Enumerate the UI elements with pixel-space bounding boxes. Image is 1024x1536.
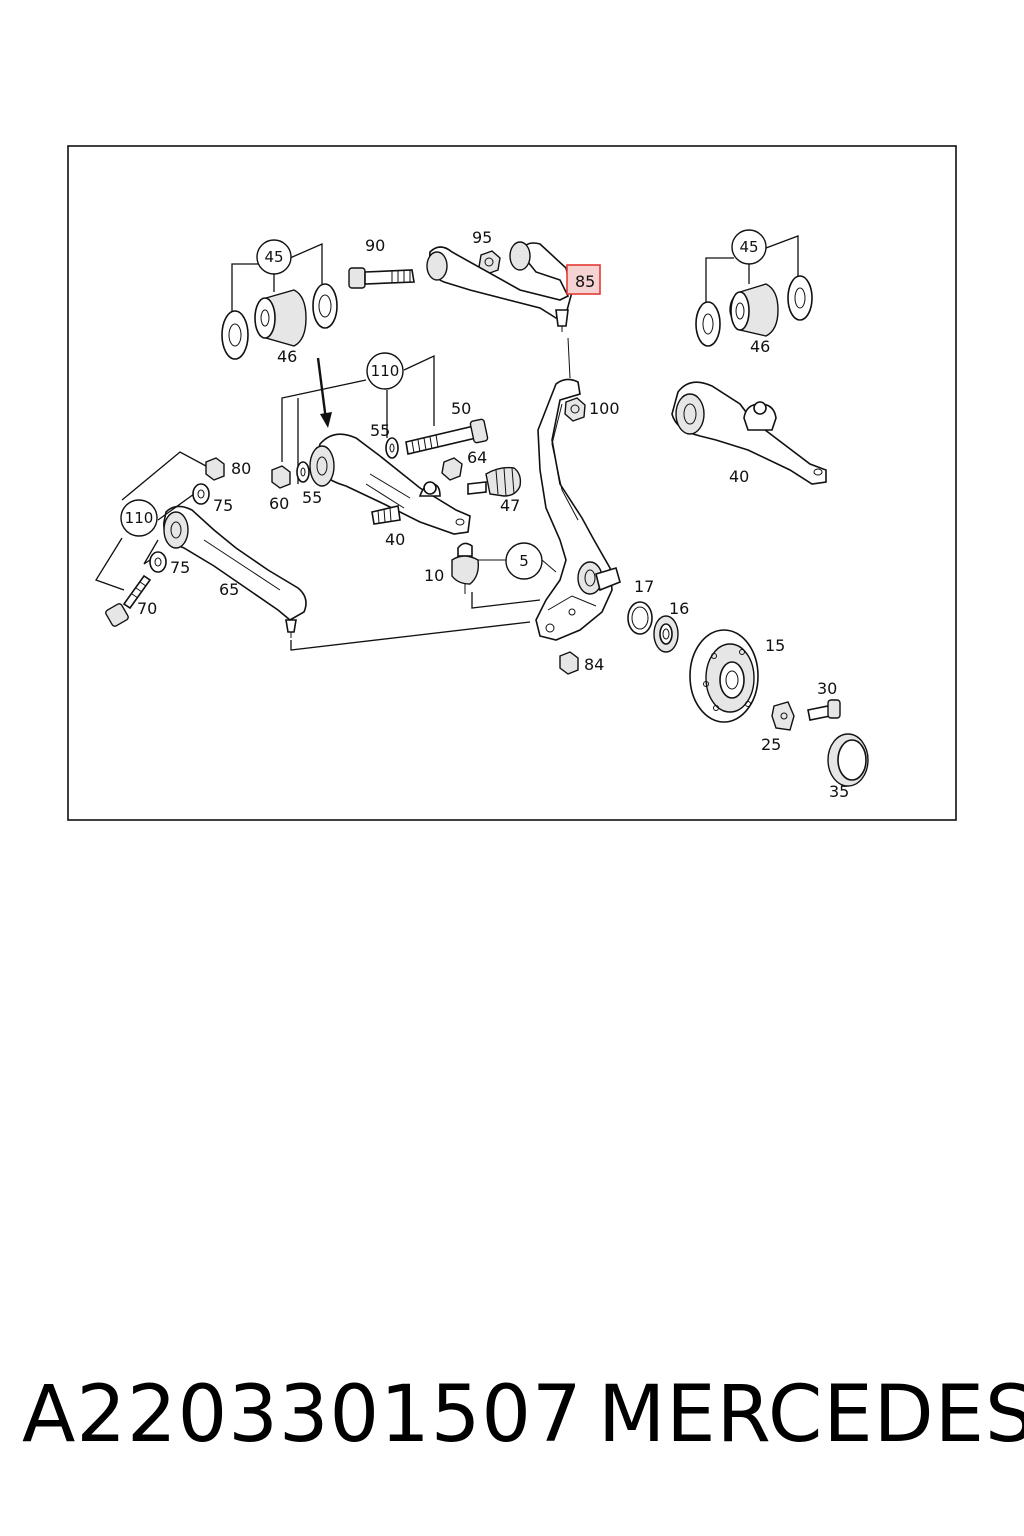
label-70: 70 <box>137 599 157 618</box>
callout-45-right: 45 <box>731 229 767 265</box>
label-64: 64 <box>467 448 487 467</box>
label-75-upper: 75 <box>213 496 233 515</box>
bolt-90 <box>348 267 415 289</box>
label-40-left: 40 <box>385 530 405 549</box>
label-100: 100 <box>589 399 620 418</box>
label-50: 50 <box>451 399 471 418</box>
diagram-frame <box>67 145 957 821</box>
ball-joint-10 <box>451 542 480 594</box>
callout-110-lower: 110 <box>120 499 158 537</box>
svg-text:85: 85 <box>575 272 595 291</box>
bolt-50 <box>405 418 489 455</box>
callout-5: 5 <box>505 542 543 580</box>
ball-joint-47 <box>467 466 522 497</box>
bolt-70 <box>105 574 152 627</box>
label-16: 16 <box>669 599 689 618</box>
screw-30 <box>807 699 841 721</box>
label-55-lower: 55 <box>302 488 322 507</box>
steering-knuckle <box>535 378 621 641</box>
highlighted-part-85[interactable]: 85 <box>566 264 601 295</box>
bushing-set-left <box>221 243 338 360</box>
label-30: 30 <box>817 679 837 698</box>
kit-110-bracket-lower <box>95 451 207 591</box>
label-60: 60 <box>269 494 289 513</box>
washer-75-lower <box>149 551 167 573</box>
upper-control-arm <box>426 241 573 332</box>
label-84: 84 <box>584 655 604 674</box>
label-65: 65 <box>219 580 239 599</box>
label-15: 15 <box>765 636 785 655</box>
washer-55-left <box>296 461 310 483</box>
label-10: 10 <box>424 566 444 585</box>
bushing-set-right <box>695 235 813 347</box>
part-number: A2203301507 <box>22 1370 583 1460</box>
nut-64 <box>441 457 463 481</box>
svg-text:110: 110 <box>125 509 154 527</box>
wheel-hub-15 <box>689 629 759 723</box>
label-90: 90 <box>365 236 385 255</box>
label-95: 95 <box>472 228 492 247</box>
label-46-left: 46 <box>277 347 297 366</box>
label-80: 80 <box>231 459 251 478</box>
lower-arm-right <box>671 381 827 485</box>
brand-name: MERCEDES <box>598 1370 1024 1460</box>
svg-text:45: 45 <box>264 248 283 266</box>
seal-17 <box>627 601 653 635</box>
leader-85-knuckle <box>567 337 571 379</box>
lower-arm-left <box>163 505 307 638</box>
washer-55-upper <box>385 437 399 459</box>
label-40-right: 40 <box>729 467 749 486</box>
clip-25 <box>771 701 795 731</box>
nut-100 <box>564 397 586 422</box>
label-55-upper: 55 <box>370 421 390 440</box>
leader-65-knuckle <box>290 621 531 651</box>
label-17: 17 <box>634 577 654 596</box>
svg-text:5: 5 <box>519 552 529 570</box>
part-caption: A2203301507 MERCEDES <box>0 1370 1024 1480</box>
label-35: 35 <box>829 782 849 801</box>
callout-45-left: 45 <box>256 239 292 275</box>
label-46-right: 46 <box>750 337 770 356</box>
direction-arrow <box>316 357 332 428</box>
callout-110-upper: 110 <box>366 352 404 390</box>
washer-75-upper <box>192 483 210 505</box>
label-25: 25 <box>761 735 781 754</box>
leader-10-knuckle <box>471 592 541 609</box>
nut-60 <box>271 465 291 489</box>
tension-strut <box>309 433 471 535</box>
label-47: 47 <box>500 496 520 515</box>
nut-84 <box>559 651 579 675</box>
svg-text:45: 45 <box>739 238 758 256</box>
callout-5-leaders <box>476 559 557 573</box>
bearing-16 <box>653 615 679 653</box>
cap-35 <box>827 733 869 787</box>
label-75-lower: 75 <box>170 558 190 577</box>
nut-80 <box>205 457 225 481</box>
svg-text:110: 110 <box>371 362 400 380</box>
